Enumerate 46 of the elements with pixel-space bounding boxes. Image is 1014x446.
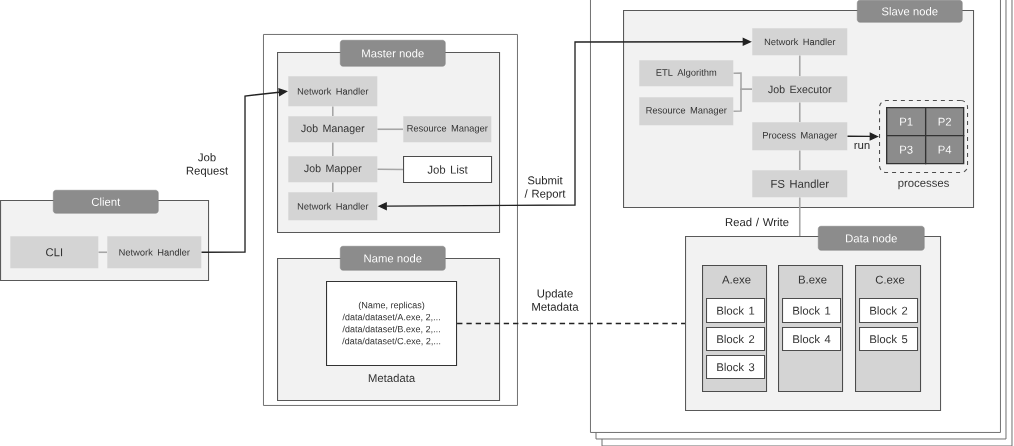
connector-line: [798, 196, 801, 237]
connector-line: [331, 181, 334, 193]
component-box: Network Handler: [288, 192, 378, 221]
component-box: Process Manager: [752, 122, 848, 151]
component-box: Resource Manager: [639, 97, 734, 126]
edge-label: Submit / Report: [524, 176, 566, 200]
connector-line: [798, 101, 801, 123]
process-box: P1: [886, 107, 927, 137]
connector-line: [331, 141, 334, 157]
component-box: CLI: [10, 236, 99, 269]
connector-line: [798, 149, 801, 171]
connector-line: [798, 54, 801, 77]
component-box: ETL Algorithm: [639, 60, 734, 87]
component-box: Resource Manager: [403, 116, 492, 143]
block-box: Block 2: [706, 327, 766, 352]
component-box: Job Executor: [752, 76, 848, 103]
process-box: P3: [886, 135, 927, 165]
connector-line: [97, 251, 108, 254]
component-box: Job Mapper: [288, 156, 378, 183]
connector-line: [376, 128, 404, 131]
connector-line: [331, 105, 334, 117]
block-box: Block 3: [706, 355, 766, 380]
component-box: Network Handler: [107, 236, 202, 269]
block-box: Block 1: [782, 298, 842, 324]
connector-line: [376, 168, 404, 171]
block-box: Block 4: [782, 327, 842, 352]
list-box: Job List: [403, 156, 493, 184]
metadata-box: (Name, replicas) /data/dataset/A.exe, 2,... /data/dataset/B.exe, 2,... /data/dataset/C.exe, 2,...: [326, 281, 458, 367]
block-box: Block 2: [859, 298, 919, 324]
connector-line: [732, 88, 753, 113]
edge-label: Update Metadata: [532, 289, 579, 311]
node-label: processes: [898, 180, 949, 190]
block-box: Block 1: [706, 298, 766, 324]
component-box: Network Handler: [288, 76, 378, 107]
component-box: Network Handler: [752, 28, 848, 56]
connector-line: [456, 322, 686, 325]
process-box: P4: [925, 135, 965, 165]
edge-label: Job Request: [186, 153, 229, 177]
edge-label: Read / Write: [725, 217, 789, 227]
process-box: P2: [925, 107, 965, 137]
component-box: FS Handler: [752, 170, 848, 198]
edge-label: run: [854, 142, 870, 150]
dashed-group: [879, 100, 969, 174]
component-box: Job Manager: [288, 116, 378, 143]
block-box: Block 5: [859, 327, 919, 352]
node-label: Metadata: [368, 373, 416, 383]
